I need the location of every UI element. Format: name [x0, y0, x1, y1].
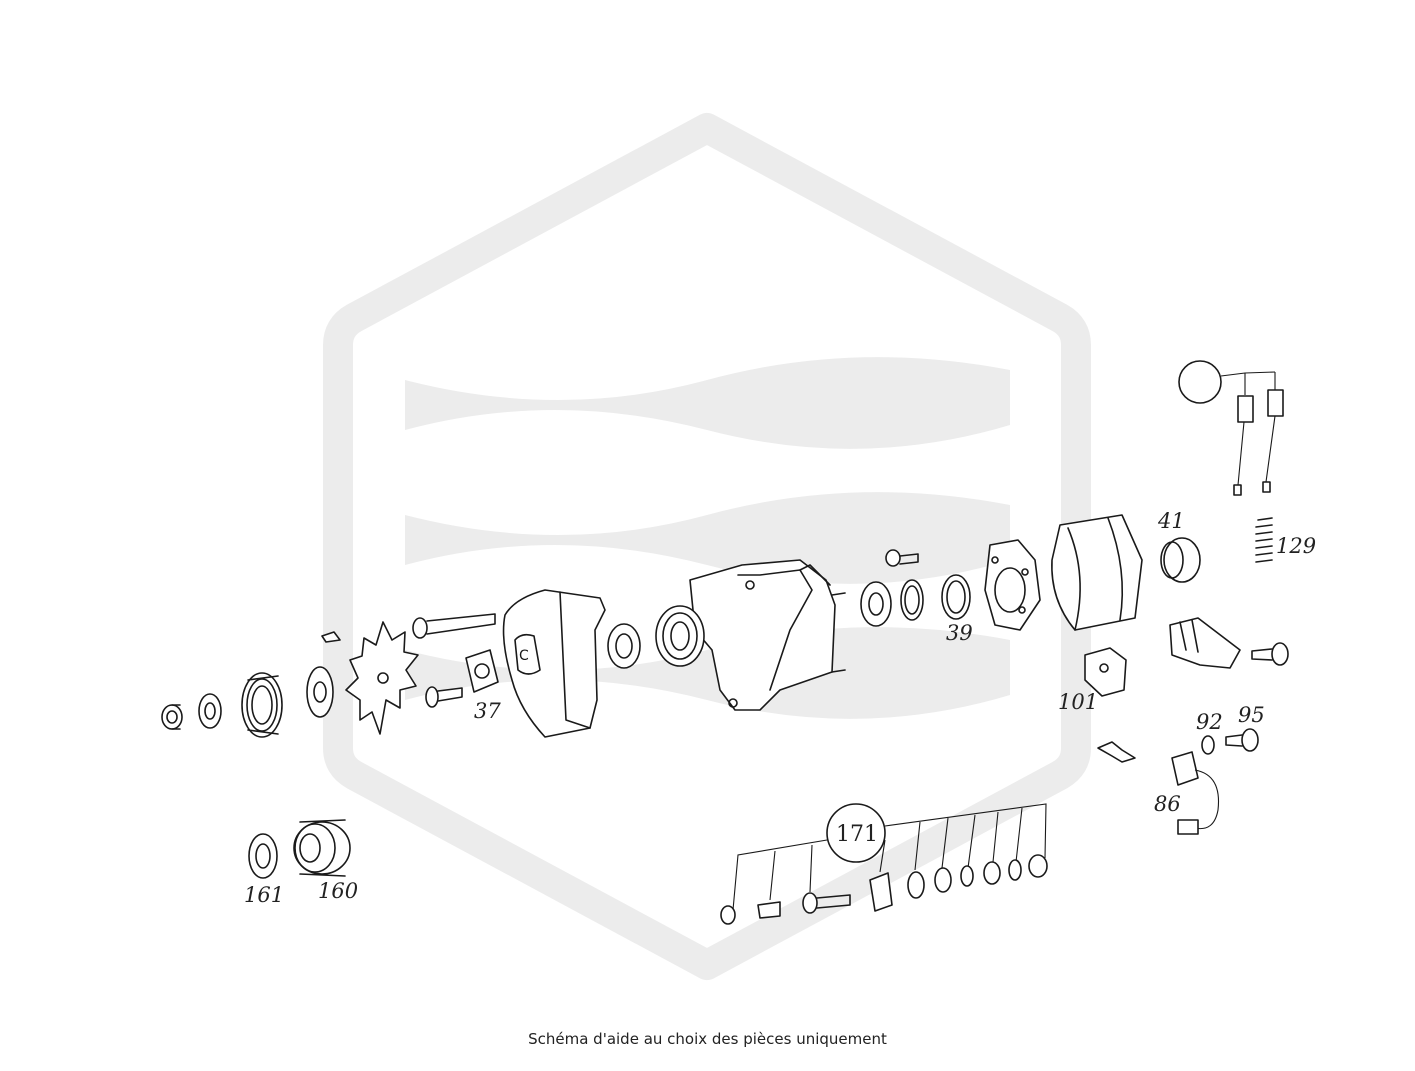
label-101: 101	[1058, 690, 1098, 714]
pulley-part[interactable]	[241, 672, 283, 738]
regulator-screw-part[interactable]	[1251, 642, 1289, 666]
through-bolt-part[interactable]	[412, 613, 496, 639]
label-161: 161	[244, 883, 284, 907]
alternator-body-part[interactable]	[655, 559, 846, 711]
regulator-part[interactable]	[1169, 617, 1241, 669]
label-160: 160	[318, 879, 358, 903]
hexagon-wave-logo-icon	[323, 113, 1091, 980]
label-129: 129	[1276, 534, 1316, 558]
label-41: 41	[1157, 509, 1185, 533]
bearing-part-2[interactable]	[860, 581, 892, 627]
connector-part-86[interactable]	[1171, 751, 1220, 835]
small-bolt-part[interactable]	[885, 549, 919, 567]
label-92: 92	[1196, 710, 1223, 734]
label-39: 39	[946, 621, 973, 645]
clip-part[interactable]	[1097, 741, 1136, 763]
screw-part[interactable]	[425, 686, 463, 708]
rear-housing-part[interactable]	[1051, 514, 1143, 631]
label-86: 86	[1154, 792, 1181, 816]
slip-ring-part[interactable]	[1160, 537, 1201, 583]
ring-part[interactable]	[900, 579, 924, 621]
bearing-part[interactable]	[607, 623, 641, 669]
diagram-caption: Schéma d'aide au choix des pièces unique…	[528, 1030, 887, 1048]
hardware-kit-part[interactable]	[720, 803, 1048, 925]
washer-part[interactable]	[198, 693, 222, 729]
label-37: 37	[474, 699, 501, 723]
fan-part[interactable]	[345, 621, 419, 735]
label-95: 95	[1238, 703, 1265, 727]
key-part[interactable]	[321, 631, 341, 643]
bearing-plate-part[interactable]	[465, 649, 499, 693]
pulley-nut-part-161[interactable]	[248, 833, 278, 879]
svg-text:C: C	[519, 648, 529, 664]
rectifier-part[interactable]	[984, 539, 1041, 631]
screw-part-95[interactable]	[1225, 728, 1259, 752]
spring-part[interactable]	[1255, 517, 1273, 563]
nut-part[interactable]	[161, 704, 183, 730]
label-171: 171	[836, 822, 878, 847]
spacer-part[interactable]	[306, 666, 334, 718]
nut-part-92[interactable]	[1201, 735, 1215, 755]
drive-end-housing-part[interactable]: C	[502, 589, 606, 738]
brush-holder-part[interactable]	[1084, 647, 1127, 697]
ring-part-39[interactable]	[941, 574, 971, 620]
freewheel-pulley-part-160[interactable]	[293, 819, 351, 877]
brush-set-part[interactable]	[1178, 360, 1284, 496]
